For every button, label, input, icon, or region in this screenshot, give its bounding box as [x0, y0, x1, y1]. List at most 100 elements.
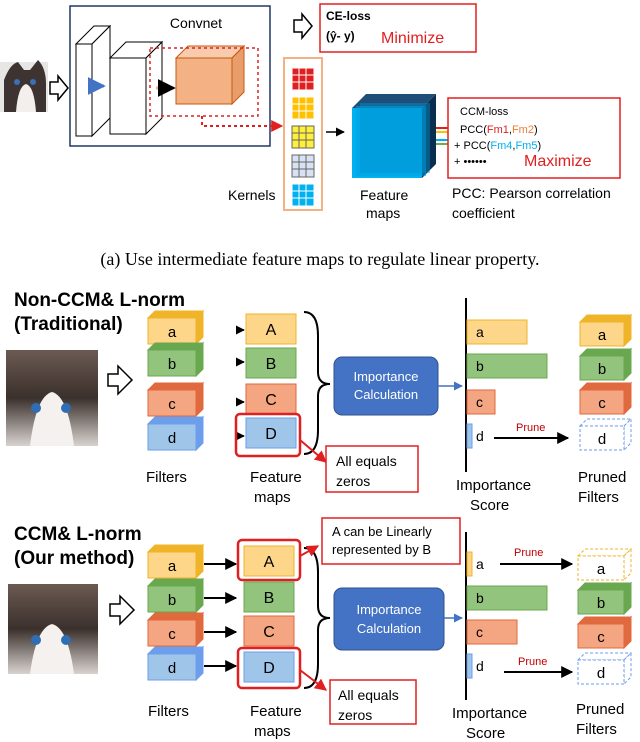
ours-filter-c-label: c	[168, 626, 176, 643]
ours-feature-map-B: B	[243, 581, 295, 613]
ours-filters-label: Filters	[148, 703, 189, 720]
ours-score-label-b: b	[476, 590, 484, 606]
caption-a: (a) Use intermediate feature maps to reg…	[100, 249, 539, 270]
traditional-feature-maps: AB CD	[245, 313, 297, 449]
traditional-pruned-filter-d: d	[578, 417, 633, 452]
traditional-title-2: (Traditional)	[14, 314, 123, 335]
ours-score-b: b	[466, 585, 548, 611]
ours-prune-label-1: Prune	[514, 547, 543, 559]
ce-loss-formula: (ŷ- y)	[326, 29, 355, 43]
ours-pruned-filter-b: b	[576, 581, 633, 616]
ours-feature-map-D: D	[243, 651, 295, 683]
traditional-feature-map-C-label: C	[265, 392, 277, 409]
traditional-feature-map-D: D	[245, 417, 297, 449]
traditional-pruned-filter-c: c	[578, 381, 633, 416]
kernel-cube-red	[291, 67, 315, 91]
ours-pruned-filter-c: c	[576, 615, 633, 650]
ours-small-arrows	[204, 558, 238, 672]
ours-score-label-2: Score	[466, 725, 505, 742]
traditional-filters-label: Filters	[146, 469, 187, 486]
traditional-brace	[303, 311, 331, 455]
traditional-importance-label-1: Importance	[353, 369, 418, 384]
ours-pruned-label-1: Pruned	[576, 701, 624, 718]
pcc-line-2: + PCC(Fm4,Fm5)	[454, 140, 541, 152]
ours-feature-map-B-label: B	[264, 590, 275, 607]
ours-filter-a: a	[146, 543, 205, 580]
ours-highlight-a	[236, 538, 302, 582]
ours-highlight-d	[236, 646, 302, 690]
ours-feature-map-C: C	[243, 615, 295, 647]
traditional-importance-label-2: Calculation	[354, 387, 418, 402]
kernels-label: Kernels	[228, 187, 275, 203]
ce-loss-title: CE-loss	[326, 9, 371, 23]
traditional-note-connector	[299, 439, 327, 463]
feature-maps-label-2: maps	[366, 205, 400, 221]
ours-linear-note-2: represented by B	[332, 542, 431, 557]
cat-image-traditional	[6, 350, 98, 446]
ours-feature-map-A-label: A	[264, 554, 275, 571]
traditional-score-d: d	[466, 423, 484, 449]
traditional-pruned-label-1: Pruned	[578, 469, 626, 486]
traditional-score-label-d: d	[476, 428, 484, 444]
convnet-layer-3	[174, 44, 246, 106]
traditional-feature-label-1: Feature	[250, 469, 302, 486]
traditional-feature-map-A-label: A	[266, 322, 277, 339]
ours-pruned-filter-c-label: c	[597, 629, 605, 646]
ours-filter-b-label: b	[168, 592, 176, 609]
ours-score-label-c: c	[476, 624, 483, 640]
traditional-importance-box[interactable]	[333, 356, 439, 416]
ours-score-label-d: d	[476, 658, 484, 674]
traditional-filter-a-label: a	[168, 324, 177, 341]
ours-title-1: CCM& L-norm	[14, 524, 142, 545]
cat-image-top	[0, 60, 48, 112]
ours-pruned-filter-a: a	[576, 547, 633, 582]
traditional-score-c: c	[466, 389, 496, 415]
traditional-filter-d: d	[146, 415, 205, 452]
ours-filter-a-label: a	[168, 558, 177, 575]
hollow-arrow-icon-4	[109, 594, 136, 626]
traditional-note-box	[325, 445, 419, 493]
feature-maps-stack	[352, 94, 436, 178]
ours-note-box	[329, 679, 417, 725]
traditional-feature-map-A: A	[245, 313, 297, 345]
traditional-small-arrows	[235, 325, 245, 441]
traditional-score-a: a	[466, 319, 528, 345]
ours-linear-note-box	[321, 517, 461, 565]
ours-feature-label-2: maps	[254, 723, 291, 740]
ours-pruned-filter-b-label: b	[597, 595, 605, 612]
traditional-pruned-filter-d-label: d	[598, 431, 606, 448]
ours-note-1: All equals	[338, 687, 399, 703]
feature-maps-label-1: Feature	[360, 187, 408, 203]
ours-score-a: a	[466, 551, 484, 577]
ours-linear-note-1: A can be Linearly	[332, 524, 432, 539]
traditional-score-label-c: c	[476, 394, 483, 410]
traditional-feature-map-B-label: B	[266, 356, 277, 373]
ours-filter-d: d	[146, 645, 205, 682]
traditional-feature-map-D-label: D	[265, 426, 277, 443]
traditional-score-label-1: Importance	[456, 477, 531, 494]
ccm-loss-box	[447, 97, 621, 179]
kernel-cube-grey	[291, 154, 315, 178]
ours-score-c: c	[466, 619, 518, 645]
convnet-layer-1	[74, 24, 112, 138]
hollow-arrow-icon-3	[107, 364, 134, 396]
cat-image-ours	[8, 584, 98, 674]
traditional-pruned-filter-a: a	[578, 313, 633, 348]
kernel-cube-blue	[291, 183, 315, 207]
ours-importance-box[interactable]	[333, 587, 445, 651]
ours-feature-label-1: Feature	[250, 703, 302, 720]
pcc-line-3: + ••••••	[454, 156, 487, 168]
ours-brace	[303, 547, 331, 689]
traditional-filter-c-label: c	[168, 396, 176, 413]
traditional-feature-map-C: C	[245, 383, 297, 415]
ours-filter-b: b	[146, 577, 205, 614]
traditional-note-1: All equals	[336, 453, 397, 469]
traditional-pruned-label-2: Filters	[578, 489, 619, 506]
kernel-cube-yellow	[291, 125, 315, 149]
ours-feature-map-C-label: C	[263, 624, 275, 641]
traditional-filter-a: a	[146, 309, 205, 346]
